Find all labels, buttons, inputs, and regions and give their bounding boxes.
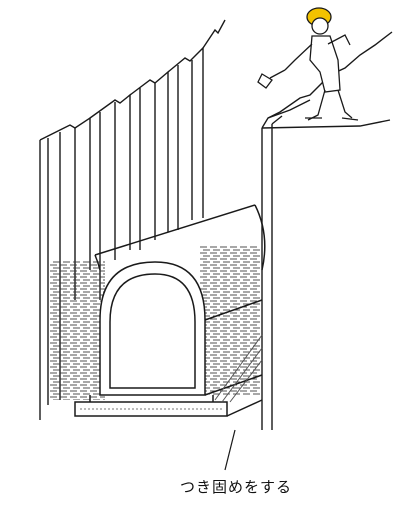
annotation-leader (225, 430, 235, 470)
ledge (262, 120, 390, 128)
right-hatch-wall (200, 245, 260, 395)
annotation-label: つき固めをする (180, 476, 292, 497)
shovel-icon (270, 70, 285, 78)
worker-figure (258, 8, 358, 120)
left-hatch-wall (50, 260, 105, 400)
